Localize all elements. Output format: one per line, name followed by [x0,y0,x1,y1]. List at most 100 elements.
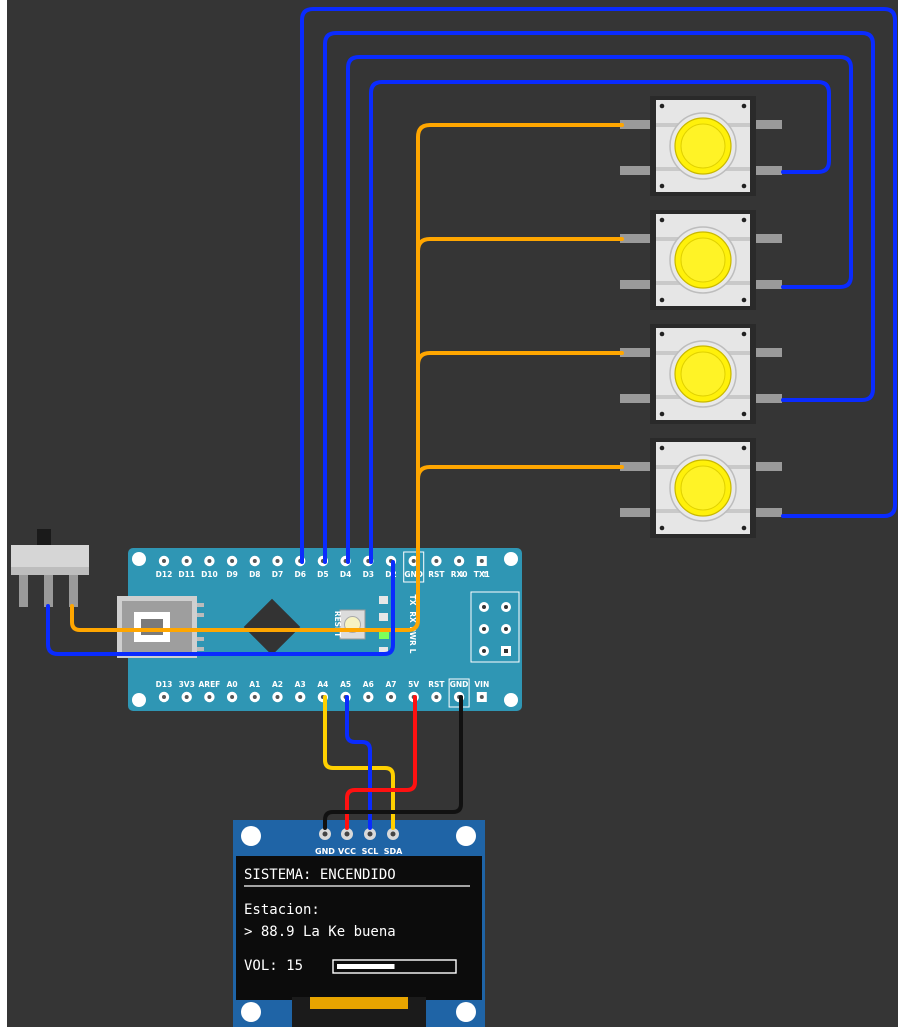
top-pin-hole [434,559,439,563]
oled-station-value: > 88.9 La Ke buena [244,924,396,940]
oled-pin-vcc: VCC [338,847,356,856]
wire-blue-d2 [46,560,395,656]
bottom-pin-hole [184,695,189,699]
top-pin-label: RST [428,570,445,579]
oled-status-line: SISTEMA: ENCENDIDO [244,867,396,883]
wire-orange-button-4 [416,465,624,481]
bottom-pin-label: AREF [198,680,220,689]
wire-orange-button-3 [416,351,624,367]
oled-display[interactable]: GND VCC SCL SDA SISTEMA: ENCENDIDO Estac… [233,820,485,1027]
bottom-pin-hole [207,695,212,699]
top-pin-label: D3 [363,570,374,579]
top-pin-hole [162,559,166,563]
top-pin-label: D6 [294,570,305,579]
top-pin-hole [252,559,257,563]
top-pin-hole [479,559,484,563]
wire-red-vcc [345,695,417,830]
wire-blue-d4 [346,55,853,564]
top-pin-label: D4 [340,570,351,579]
wire-orange-button-1 [416,123,624,567]
bottom-pin-hole [162,695,166,699]
top-pin-label: D7 [272,570,283,579]
usb-connector [117,596,204,658]
rx-led-label: RX [408,611,417,623]
oled-pin-sda: SDA [384,847,403,856]
bottom-pin-label: D13 [156,680,173,689]
top-gnd-highlight [403,551,425,583]
rx-led [379,613,388,621]
rx-arrow: ↓ [459,570,465,579]
bottom-pin-label: A1 [249,680,260,689]
push-button-1[interactable] [620,96,782,196]
bottom-pin-label: A7 [385,680,396,689]
top-pin-label: D8 [249,570,260,579]
bottom-pin-hole [434,695,439,699]
oled-volume-fill [337,964,395,969]
push-buttons [620,96,782,538]
wire-blue-d3 [369,80,831,564]
bottom-pin-label: A5 [340,680,351,689]
reset-label: RESET [333,611,342,638]
oled-pin-scl: SCL [362,847,379,856]
push-button-2[interactable] [620,210,782,310]
power-led [379,630,389,639]
reset-button[interactable] [339,609,366,640]
wires [46,7,897,830]
bottom-pin-label: A4 [317,680,328,689]
bottom-pin-hole [275,695,280,699]
top-pin-hole [207,559,212,563]
push-button-3[interactable] [620,324,782,424]
pwr-led-label: PWR [408,626,417,646]
top-pin-hole [275,559,280,563]
top-pin-label: TX1 [474,570,490,579]
bottom-pin-hole [252,695,257,699]
wire-blue-d6 [300,7,897,564]
top-pin-label: GND [404,570,423,579]
bottom-pin-label: A2 [272,680,283,689]
top-pin-label: D9 [226,570,237,579]
oled-volume-bar [332,959,457,974]
bottom-pin-label: A6 [363,680,374,689]
top-pin-label: D5 [317,570,328,579]
wire-yellow-sda [323,695,395,830]
bottom-pin-label: 3V3 [179,680,195,689]
top-pin-label: D11 [178,570,195,579]
tx-led-label: TX [408,595,417,606]
l-led [379,647,388,655]
icsp-header [470,591,520,663]
wire-black-gnd [323,695,463,830]
oled-screen [236,856,482,1000]
top-pin-hole [184,559,189,563]
bottom-pin-label: A0 [227,680,238,689]
bottom-pin-hole [230,695,235,699]
l-led-label: L [408,649,417,654]
bottom-pin-hole [389,695,393,699]
wire-blue-d5 [323,31,875,564]
push-button-4[interactable] [620,438,782,538]
top-pin-hole [457,559,462,563]
oled-volume-label: VOL: 15 [244,958,303,974]
slide-switch[interactable] [11,529,89,607]
oled-station-label: Estacion: [244,902,320,918]
oled-pin-header [319,828,399,840]
top-pin-label: D10 [201,570,218,579]
oled-pin-gnd: GND [315,847,335,856]
bottom-pin-label: 5V [408,680,419,689]
top-pin-label: D12 [156,570,173,579]
top-pin-label: RX0 [451,570,468,579]
wire-orange-button-2 [416,237,624,253]
bottom-pin-label: VIN [474,680,489,689]
tx-arrow: ↑ [482,570,488,579]
tx-led [379,596,388,604]
wire-blue-scl [345,695,372,830]
top-pin-hole [230,559,235,563]
bottom-pin-hole [366,695,371,699]
bottom-pin-hole [479,695,484,699]
top-pin-hole [411,559,416,563]
wire-orange-switch [70,563,420,632]
bottom-pin-label: GND [450,680,469,689]
